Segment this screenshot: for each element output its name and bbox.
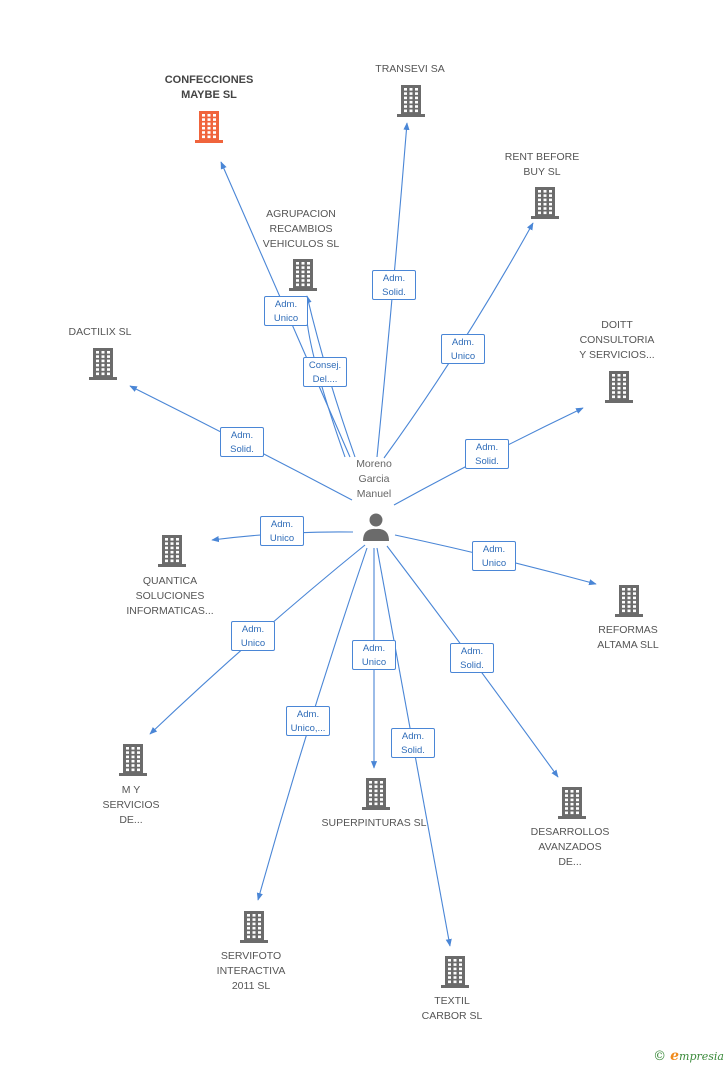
role-label-textil[interactable]: Adm. Solid. — [391, 728, 435, 758]
building-icon-transevi[interactable] — [397, 85, 425, 117]
building-icon-textil[interactable] — [441, 956, 469, 988]
person-icon[interactable] — [363, 513, 389, 542]
building-icon-desarrollos[interactable] — [558, 787, 586, 819]
role-label-doitt[interactable]: Adm. Solid. — [465, 439, 509, 469]
building-icon-myservicios[interactable] — [119, 744, 147, 776]
company-label-reformas[interactable]: REFORMAS ALTAMA SLL — [597, 624, 659, 651]
company-label-textil[interactable]: TEXTIL CARBOR SL — [421, 995, 483, 1022]
building-icon-quantica[interactable] — [158, 535, 186, 567]
company-label-quantica[interactable]: QUANTICA SOLUCIONES INFORMATICAS... — [126, 575, 214, 617]
company-label-doitt[interactable]: DOITT CONSULTORIA Y SERVICIOS... — [579, 319, 655, 361]
company-label-confecciones[interactable]: CONFECCIONES MAYBE SL — [164, 74, 254, 101]
role-label-agrupacion[interactable]: Consej. Del.... — [303, 357, 347, 387]
building-icon-dactilix[interactable] — [89, 348, 117, 380]
role-label-superpinturas[interactable]: Adm. Unico — [352, 640, 396, 670]
company-label-transevi[interactable]: TRANSEVI SA — [375, 63, 445, 75]
role-label-rentbefore[interactable]: Adm. Unico — [441, 334, 485, 364]
brand-logo: ©empresia — [653, 1048, 724, 1064]
building-icon-confecciones[interactable] — [195, 111, 223, 143]
role-label-servifoto[interactable]: Adm. Unico,... — [286, 706, 330, 736]
person-name-label[interactable]: Moreno Garcia Manuel — [356, 458, 392, 500]
building-icon-agrupacion[interactable] — [289, 259, 317, 291]
company-label-dactilix[interactable]: DACTILIX SL — [68, 326, 132, 338]
role-label-reformas[interactable]: Adm. Unico — [472, 541, 516, 571]
role-label-myservicios[interactable]: Adm. Unico — [231, 621, 275, 651]
company-label-myservicios[interactable]: M Y SERVICIOS DE... — [102, 784, 160, 826]
role-label-quantica[interactable]: Adm. Unico — [260, 516, 304, 546]
role-label-transevi[interactable]: Adm. Solid. — [372, 270, 416, 300]
company-label-agrupacion[interactable]: AGRUPACION RECAMBIOS VEHICULOS SL — [262, 208, 340, 250]
company-label-rentbefore[interactable]: RENT BEFORE BUY SL — [504, 151, 580, 178]
building-icon-rentbefore[interactable] — [531, 187, 559, 219]
building-icon-superpinturas[interactable] — [362, 778, 390, 810]
role-label-desarrollos[interactable]: Adm. Solid. — [450, 643, 494, 673]
company-label-superpinturas[interactable]: SUPERPINTURAS SL — [321, 817, 427, 829]
company-label-servifoto[interactable]: SERVIFOTO INTERACTIVA 2011 SL — [216, 950, 286, 992]
building-icon-doitt[interactable] — [605, 371, 633, 403]
building-icon-reformas[interactable] — [615, 585, 643, 617]
building-icon-servifoto[interactable] — [240, 911, 268, 943]
role-label-dactilix[interactable]: Adm. Solid. — [220, 427, 264, 457]
role-label-confecciones[interactable]: Adm. Unico — [264, 296, 308, 326]
company-label-desarrollos[interactable]: DESARROLLOS AVANZADOS DE... — [530, 826, 610, 868]
